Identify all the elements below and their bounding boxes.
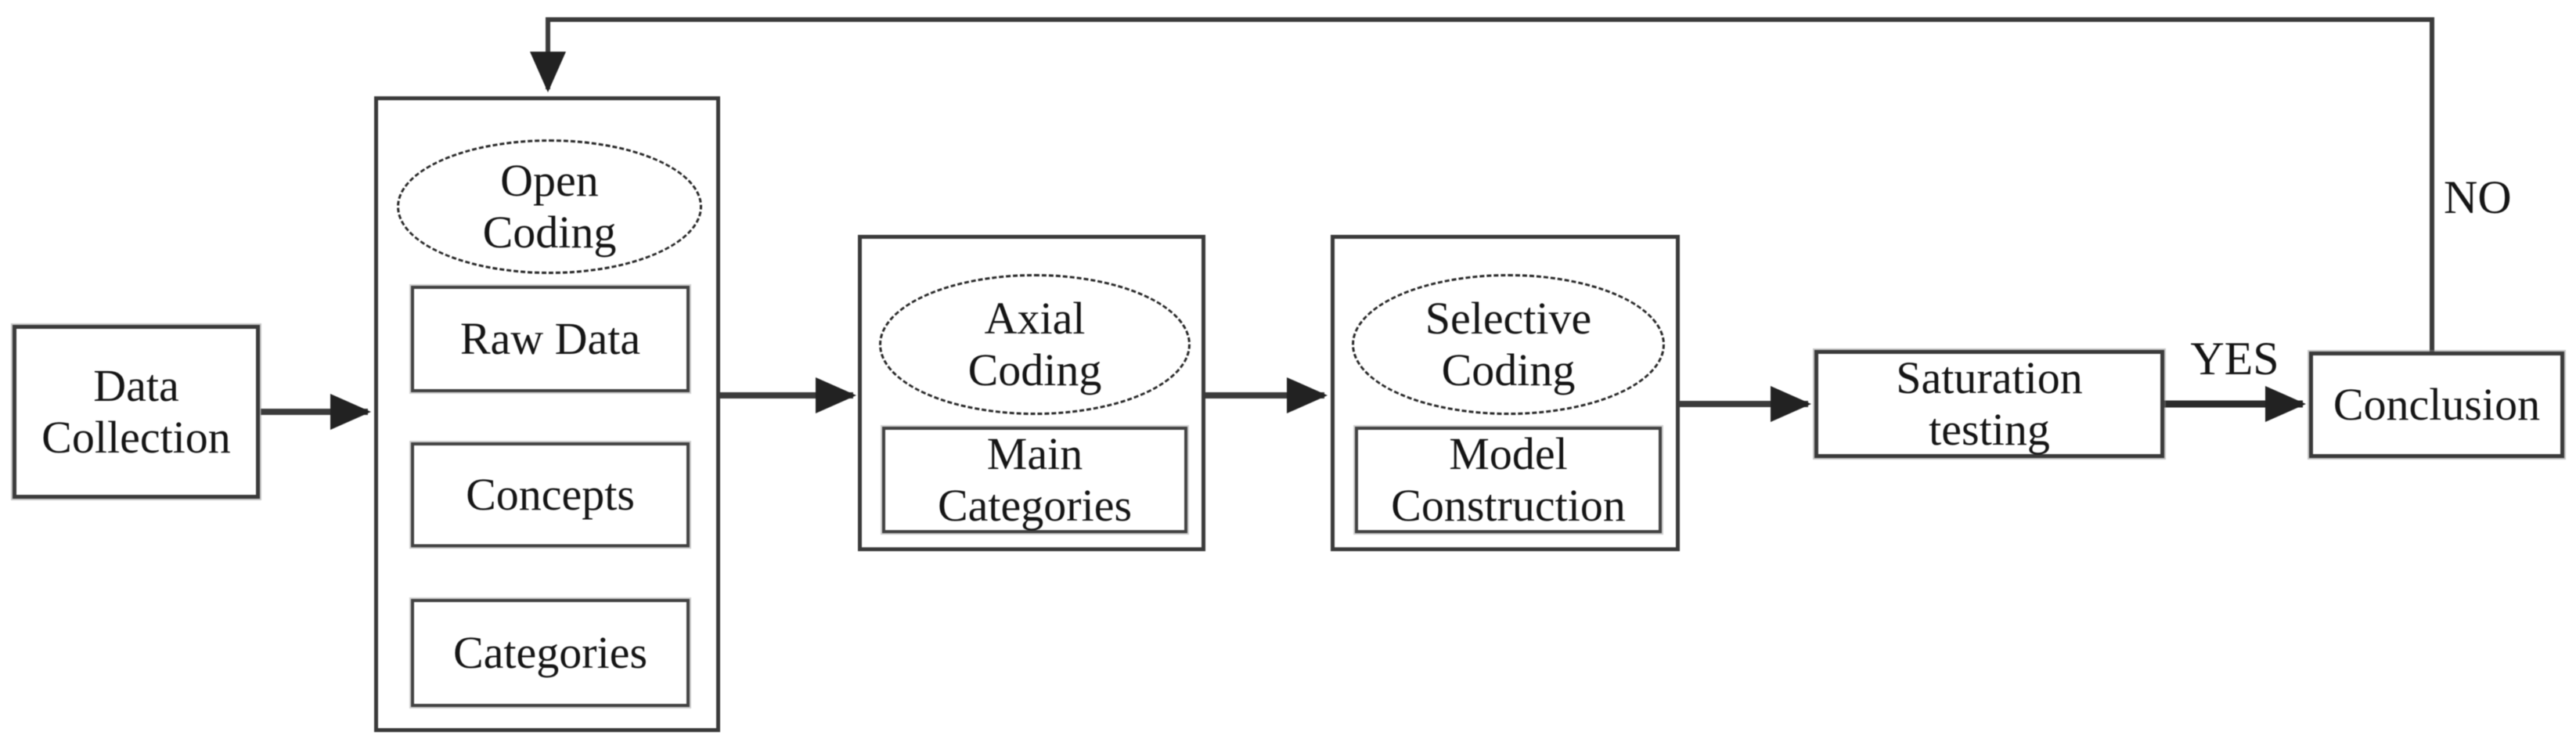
group-open-coding: Open Coding Raw Data Concepts Categories [374, 96, 720, 732]
node-conclusion: Conclusion [2309, 352, 2564, 458]
arrow-no-feedback-loop [530, 17, 2434, 352]
model-construction-label-line1: Model [1449, 427, 1568, 479]
concepts-label: Concepts [466, 468, 635, 520]
open-coding-label-line2: Coding [482, 207, 617, 258]
model-construction-box: Model Construction [1355, 427, 1662, 533]
selective-coding-label-line2: Coding [1441, 344, 1576, 395]
saturation-testing-label-line1: Saturation [1896, 352, 2083, 403]
step-concepts: Concepts [411, 442, 690, 547]
saturation-testing-label-line2: testing [1929, 404, 2050, 455]
data-collection-label-line1: Data [93, 359, 179, 411]
group-selective-coding: Selective Coding Model Construction [1331, 235, 1680, 551]
step-categories: Categories [411, 599, 690, 707]
model-construction-label-line2: Construction [1391, 480, 1626, 531]
yes-edge-label: YES [2190, 333, 2279, 384]
data-collection-label-line2: Collection [41, 412, 231, 463]
open-coding-label-line1: Open [500, 154, 599, 206]
conclusion-label: Conclusion [2333, 378, 2541, 430]
axial-coding-ellipse: Axial Coding [879, 274, 1191, 415]
categories-label: Categories [452, 626, 648, 678]
raw-data-label: Raw Data [459, 312, 641, 364]
no-edge-label: NO [2444, 171, 2512, 223]
node-saturation-testing: Saturation testing [1814, 350, 2164, 458]
node-data-collection: Data Collection [13, 325, 260, 499]
main-categories-label-line2: Categories [937, 480, 1133, 531]
axial-coding-label-line1: Axial [984, 292, 1086, 344]
selective-coding-ellipse: Selective Coding [1352, 274, 1665, 415]
group-axial-coding: Axial Coding Main Categories [858, 235, 1205, 551]
axial-coding-label-line2: Coding [967, 344, 1102, 395]
main-categories-label-line1: Main [986, 427, 1083, 479]
step-raw-data: Raw Data [411, 286, 690, 392]
open-coding-ellipse: Open Coding [397, 139, 702, 274]
selective-coding-label-line1: Selective [1425, 292, 1592, 344]
main-categories-box: Main Categories [882, 427, 1187, 533]
